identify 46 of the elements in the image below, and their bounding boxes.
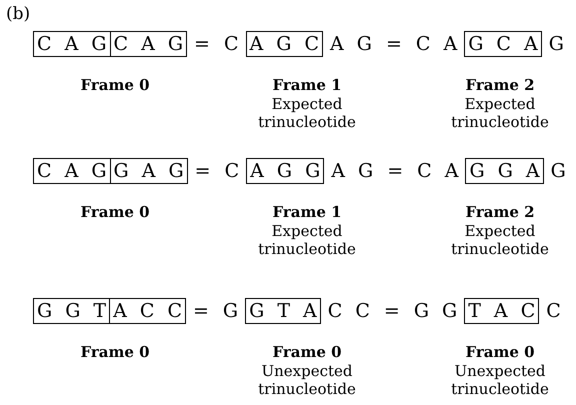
codon-box: G A G bbox=[110, 158, 188, 184]
codon-box: G G A bbox=[465, 158, 544, 184]
codon-box: G T A bbox=[245, 298, 321, 324]
sequence-text: A G bbox=[330, 159, 374, 183]
codon-box: A G G bbox=[246, 158, 324, 184]
frame-label: Frame 2 bbox=[464, 76, 536, 94]
frame-label: Frame 0 bbox=[79, 343, 151, 361]
equals-sign: = bbox=[194, 159, 212, 183]
equals-sign: = bbox=[193, 32, 211, 56]
frame-note: Unexpected trinucleotide bbox=[450, 362, 550, 398]
frame-label: Frame 0 bbox=[79, 203, 151, 221]
frame-note: Expected trinucleotide bbox=[450, 222, 550, 258]
codon-box: G G T bbox=[33, 298, 110, 324]
equals-sign: = bbox=[382, 299, 401, 323]
frame-label: Frame 1 bbox=[271, 203, 343, 221]
sequence-text: G bbox=[550, 159, 567, 183]
sequence-text: C bbox=[545, 299, 562, 323]
equals-sign: = bbox=[192, 299, 210, 323]
frame-label: Frame 0 bbox=[271, 343, 343, 361]
equals-sign: = bbox=[386, 159, 404, 183]
codon-box: G C A bbox=[464, 31, 542, 57]
frame-note: Expected trinucleotide bbox=[257, 222, 357, 258]
frame-label: Frame 0 bbox=[79, 76, 151, 94]
frame-label: Frame 2 bbox=[464, 203, 536, 221]
frame-label: Frame 0 bbox=[464, 343, 536, 361]
codon-box: C A G bbox=[33, 158, 111, 184]
sequence-text: G G bbox=[412, 299, 458, 323]
sequence-text: A G bbox=[328, 32, 373, 56]
sequence-text: G bbox=[222, 299, 240, 323]
frame-note: Expected trinucleotide bbox=[257, 95, 357, 131]
sequence-text: C C bbox=[326, 299, 371, 323]
sequence-text: C bbox=[224, 159, 240, 183]
sequence-text: C A bbox=[414, 32, 458, 56]
codon-box: C A G bbox=[33, 31, 111, 57]
sequence-text: G bbox=[548, 32, 565, 56]
codon-box: A G C bbox=[246, 31, 324, 57]
panel-label: (b) bbox=[6, 4, 30, 24]
frame-note: Unexpected trinucleotide bbox=[257, 362, 357, 398]
sequence-text: C A bbox=[416, 159, 460, 183]
codon-box: A C C bbox=[109, 298, 186, 324]
codon-box: T A C bbox=[464, 298, 540, 324]
frame-label: Frame 1 bbox=[271, 76, 343, 94]
frame-note: Expected trinucleotide bbox=[450, 95, 550, 131]
codon-box: C A G bbox=[110, 31, 188, 57]
equals-sign: = bbox=[384, 32, 403, 56]
sequence-text: C bbox=[222, 32, 240, 56]
